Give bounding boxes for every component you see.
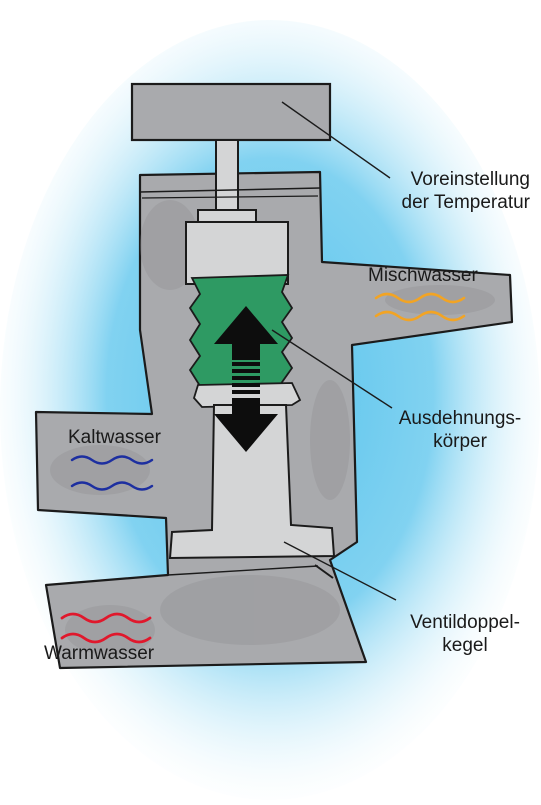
arrow-down-icon <box>214 398 278 452</box>
leader-lines <box>271 101 397 601</box>
label-preset: Voreinstellung der Temperatur <box>370 168 531 214</box>
label-preset-line1: Voreinstellung <box>410 169 530 190</box>
label-cold-water: Kaltwasser <box>68 427 161 448</box>
label-expansion-body: Ausdehnungs- körper <box>390 407 530 453</box>
label-valve-cone: Ventildoppel- kegel <box>395 611 535 657</box>
label-valve-line2: kegel <box>442 635 488 656</box>
cold-water-waves <box>70 455 154 491</box>
leader-valve <box>283 541 397 601</box>
warm-water-waves <box>60 612 152 644</box>
preset-cap <box>130 82 332 142</box>
expansion-ring <box>192 382 302 408</box>
leader-preset <box>281 101 391 179</box>
label-expansion-line2: körper <box>433 431 487 452</box>
label-preset-line2: der Temperatur <box>401 192 531 213</box>
housing-top-line-2 <box>141 195 319 199</box>
label-valve-line1: Ventildoppel- <box>410 612 520 633</box>
mixed-water-waves <box>374 292 466 322</box>
piston <box>185 209 289 285</box>
housing-inner-line <box>167 565 319 576</box>
housing-top-line <box>139 187 321 193</box>
arrow-up-icon <box>214 306 278 360</box>
label-mixed-water: Mischwasser <box>368 265 478 286</box>
movement-arrow <box>214 306 278 452</box>
label-warm-water: Warmwasser <box>44 643 155 664</box>
valve-seat-mark <box>314 564 334 579</box>
preset-stem <box>215 139 239 213</box>
valve-double-cone <box>168 404 336 560</box>
leader-expansion <box>271 329 393 409</box>
label-expansion-line1: Ausdehnungs- <box>398 408 522 429</box>
